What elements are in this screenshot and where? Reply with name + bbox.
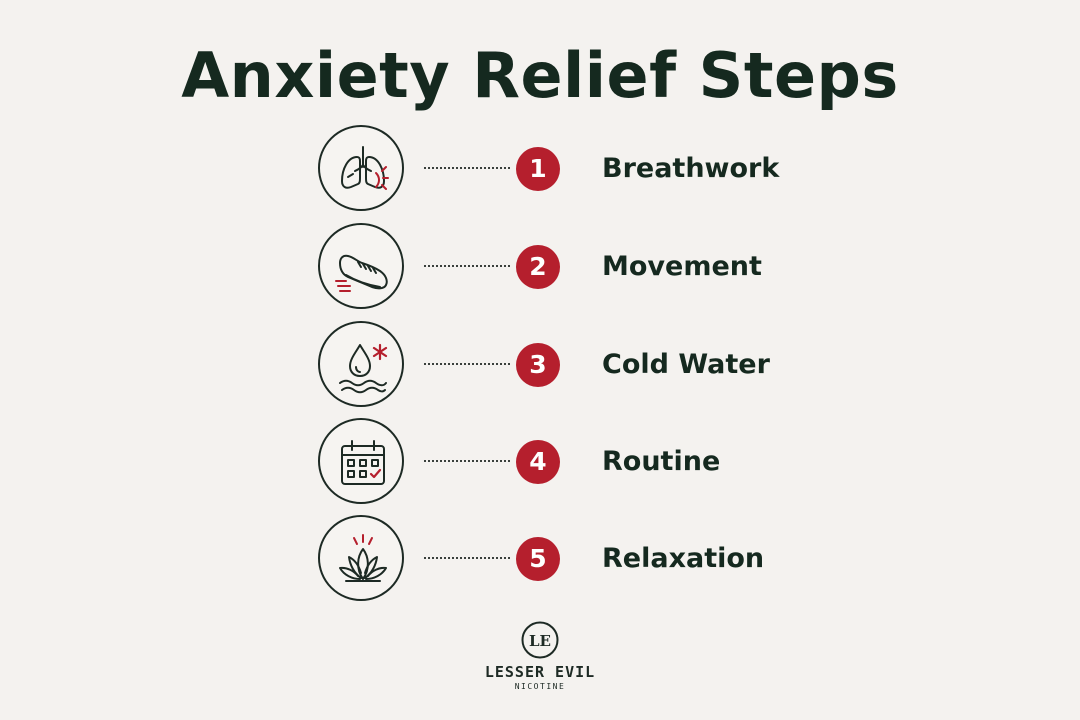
step-number-badge: 2	[516, 245, 560, 289]
step-2: 2 Movement	[318, 223, 878, 315]
brand-logo: LE LESSER EVIL NICOTINE	[440, 620, 640, 692]
running-shoe-icon	[318, 223, 404, 309]
connector-dots	[424, 167, 510, 169]
connector-dots	[424, 460, 510, 462]
connector-dots	[424, 363, 510, 365]
step-number-badge: 4	[516, 440, 560, 484]
step-label: Cold Water	[602, 349, 770, 380]
step-label: Movement	[602, 251, 762, 282]
lungs-icon	[318, 125, 404, 211]
brand-subtitle: NICOTINE	[514, 682, 566, 691]
step-1: 1 Breathwork	[318, 125, 878, 217]
brand-name: LESSER EVIL	[484, 663, 596, 681]
step-3: 3 Cold Water	[318, 321, 878, 413]
calendar-icon	[318, 418, 404, 504]
connector-dots	[424, 557, 510, 559]
step-5: 5 Relaxation	[318, 515, 878, 607]
svg-text:LE: LE	[529, 632, 551, 650]
step-4: 4 Routine	[318, 418, 878, 510]
step-number-badge: 3	[516, 343, 560, 387]
water-drop-icon	[318, 321, 404, 407]
step-label: Breathwork	[602, 153, 780, 184]
page-title: Anxiety Relief Steps	[181, 39, 899, 112]
lotus-icon	[318, 515, 404, 601]
step-label: Routine	[602, 446, 721, 477]
monogram-seal-icon: LE	[521, 621, 559, 659]
step-number-badge: 1	[516, 147, 560, 191]
connector-dots	[424, 265, 510, 267]
step-label: Relaxation	[602, 543, 765, 574]
step-number-badge: 5	[516, 537, 560, 581]
